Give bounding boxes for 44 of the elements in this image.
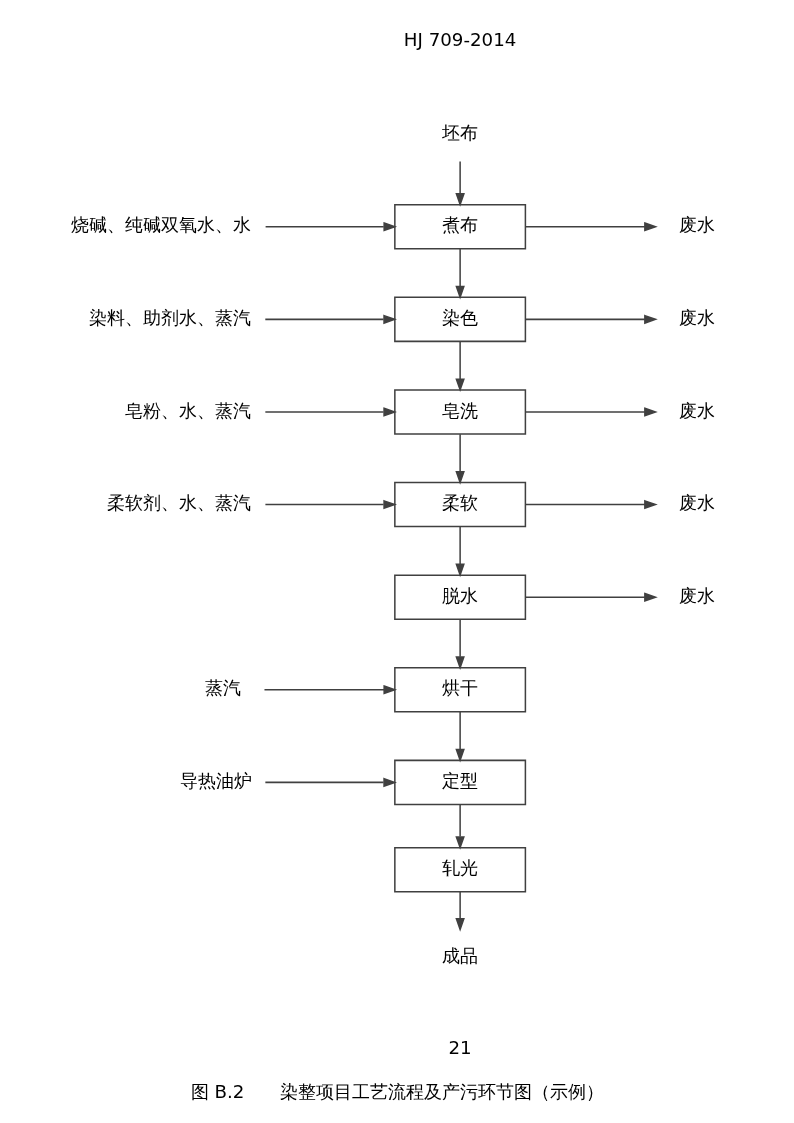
arrow xyxy=(524,499,658,510)
node-box: 染色 xyxy=(393,296,526,343)
arrow xyxy=(264,314,397,325)
node-text: 坯布 xyxy=(441,121,478,143)
caption: 图 B.2 染整项目工艺流程及产污环节图（示例） xyxy=(190,1080,604,1102)
arrow xyxy=(524,221,658,232)
node-text: 废水 xyxy=(678,399,715,421)
arrow xyxy=(454,526,465,578)
label: 21 xyxy=(448,1037,472,1059)
arrow xyxy=(524,407,658,417)
arrow xyxy=(454,891,465,932)
node-box: 脱水 xyxy=(393,574,526,620)
node-box: 定型 xyxy=(393,759,526,806)
node-text: 柔软剂、水、蒸汽 xyxy=(106,492,251,514)
arrow xyxy=(264,221,397,232)
arrow xyxy=(264,499,397,510)
node-text: 皂粉、水、蒸汽 xyxy=(124,399,251,421)
arrow xyxy=(454,711,465,763)
label: HJ 709-2014 xyxy=(403,29,516,51)
arrow xyxy=(454,160,465,207)
node-text: 烧碱、纯碱双氧水、水 xyxy=(70,214,251,236)
node-text: 成品 xyxy=(441,944,478,966)
arrow xyxy=(454,340,465,393)
arrow xyxy=(454,803,465,850)
node-text: 导热油炉 xyxy=(179,770,252,792)
node-text: 废水 xyxy=(678,214,715,236)
node-text: 蒸汽 xyxy=(204,677,241,699)
node-text: 废水 xyxy=(678,584,715,606)
arrow xyxy=(454,618,465,670)
arrow xyxy=(264,407,397,417)
node-text: 染料、助剂水、蒸汽 xyxy=(88,307,251,329)
arrow xyxy=(524,314,658,325)
arrow xyxy=(454,248,465,300)
node-box: 煮布 xyxy=(393,204,526,250)
node-box: 烘干 xyxy=(393,667,526,713)
arrow xyxy=(454,433,465,485)
node-box: 轧光 xyxy=(393,846,526,893)
node-box: 皂洗 xyxy=(393,389,526,435)
node-text: 废水 xyxy=(678,492,715,514)
arrow xyxy=(524,592,658,602)
arrow xyxy=(263,685,397,695)
arrow xyxy=(264,777,397,788)
node-text: 废水 xyxy=(678,307,715,329)
node-box: 柔软 xyxy=(393,481,526,528)
